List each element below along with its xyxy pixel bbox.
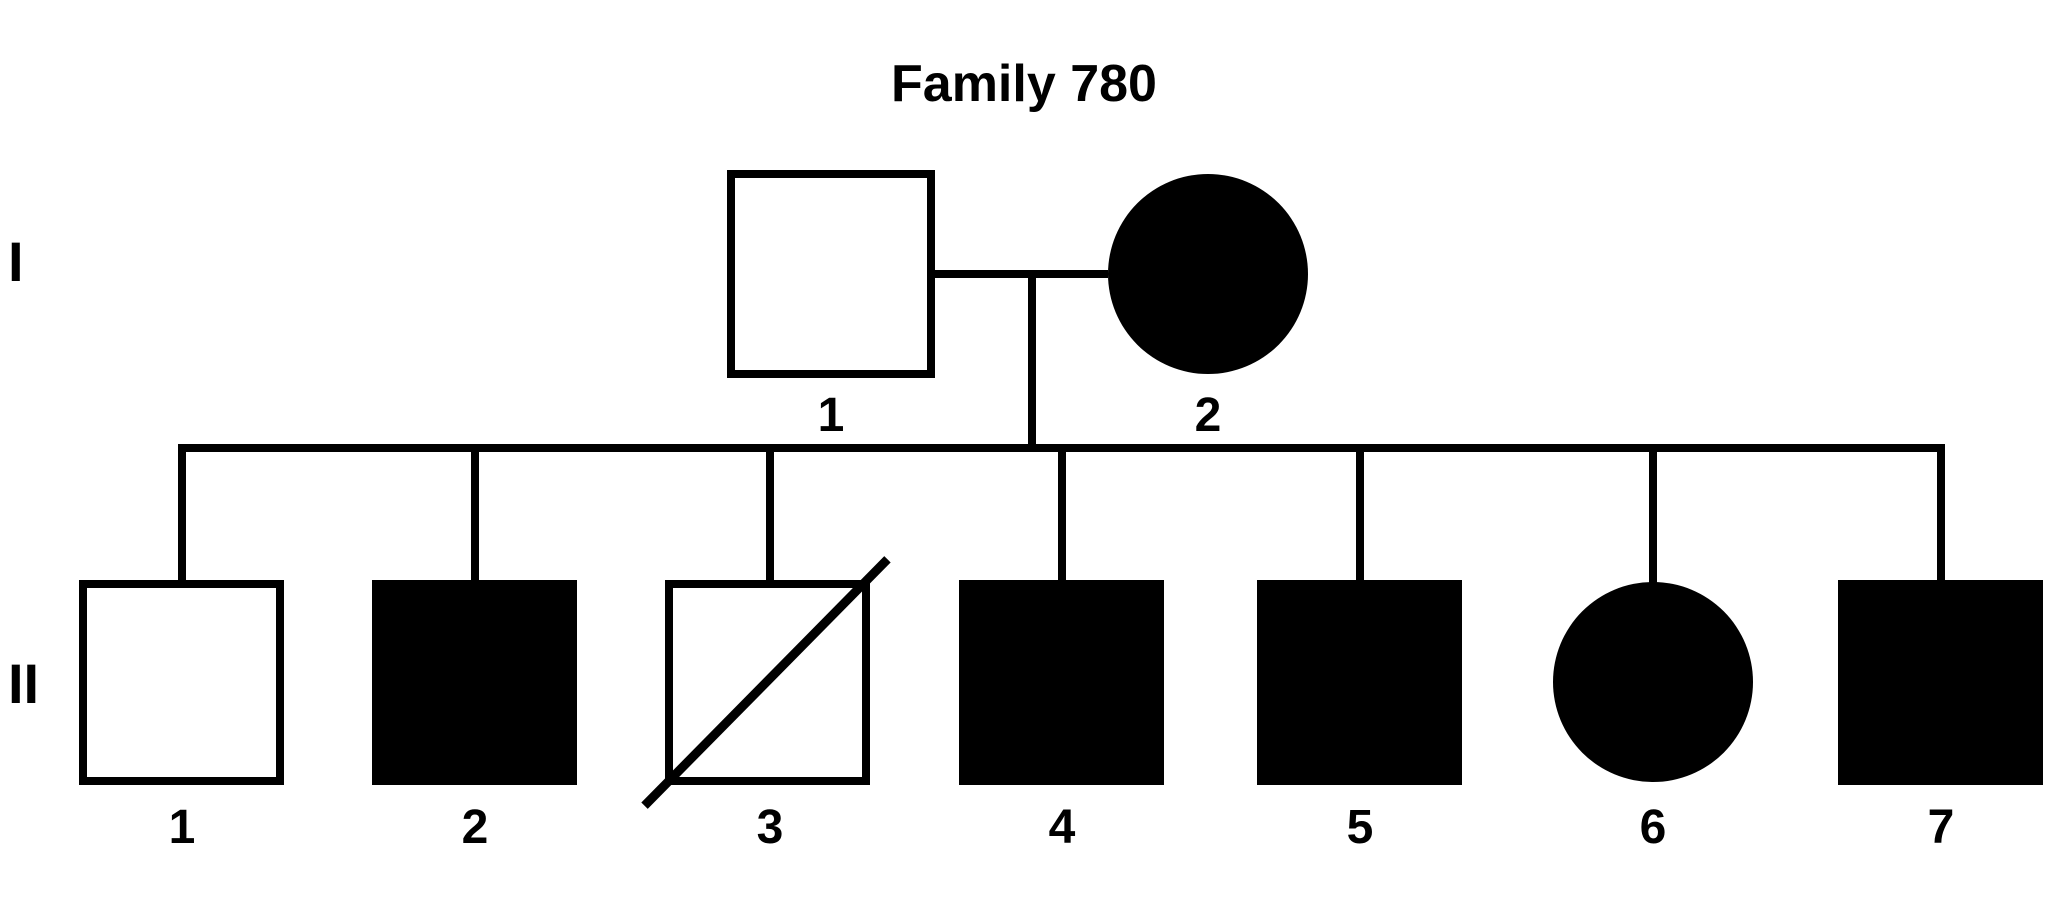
filled-square-male-symbol-II-2 — [372, 580, 577, 785]
generation-label-II: II — [8, 652, 40, 715]
filled-square-male-symbol-II-4 — [959, 580, 1164, 785]
individual-label-II-1: 1 — [168, 801, 196, 854]
pedigree-title: Family 780 — [891, 55, 1157, 113]
individual-label-II-3: 3 — [756, 801, 784, 854]
open-square-male-symbol-II-1 — [79, 580, 284, 785]
individual-label-II-5: 5 — [1346, 801, 1374, 854]
drop-line-II-6 — [1649, 444, 1657, 588]
drop-line-II-2 — [471, 444, 479, 588]
drop-line-II-5 — [1356, 444, 1364, 588]
descent-line — [1028, 270, 1036, 452]
generation-label-I: I — [8, 230, 24, 293]
individual-label-II-6: 6 — [1639, 801, 1667, 854]
filled-square-male-symbol-II-7 — [1838, 580, 2043, 785]
individual-label-I-1: 1 — [817, 389, 845, 442]
individual-label-II-4: 4 — [1048, 801, 1076, 854]
individual-label-II-2: 2 — [461, 801, 489, 854]
open-square-male-symbol-I-1 — [727, 170, 935, 378]
individual-label-II-7: 7 — [1927, 801, 1955, 854]
drop-line-II-1 — [178, 444, 186, 588]
filled-circle-female-symbol-I-2 — [1108, 174, 1308, 374]
drop-line-II-4 — [1058, 444, 1066, 588]
drop-line-II-7 — [1937, 444, 1945, 588]
filled-square-male-symbol-II-5 — [1257, 580, 1462, 785]
couple-line — [935, 270, 1108, 278]
filled-circle-female-symbol-II-6 — [1553, 582, 1753, 782]
individual-label-I-2: 2 — [1194, 389, 1222, 442]
drop-line-II-3 — [766, 444, 774, 588]
